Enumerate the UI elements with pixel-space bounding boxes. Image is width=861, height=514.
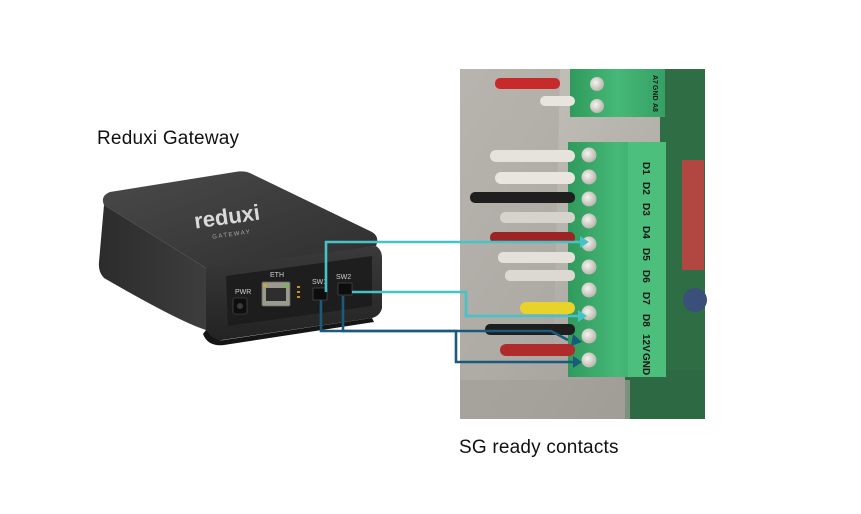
label-d1: D1 (640, 162, 651, 175)
pwr-label: PWR (235, 289, 251, 296)
device-logo-sub: GATEWAY (212, 229, 252, 240)
arrow-gnd (573, 356, 582, 368)
photo-bottom-area (460, 380, 630, 419)
cabinet-wall (460, 69, 560, 419)
top-label-gnd: GND (651, 85, 658, 101)
wire-sw2-dark (341, 296, 569, 342)
screw-d3 (581, 191, 597, 207)
terminal-screws (581, 147, 597, 368)
sw2-port (337, 282, 353, 296)
label-d8: D8 (640, 314, 651, 327)
eth-led-right (285, 284, 289, 287)
sw1-label: SW1 (312, 279, 327, 286)
arrow-d5 (580, 236, 589, 248)
top-terminal-block (570, 69, 665, 117)
connection-lines (319, 240, 587, 364)
arrow-d8 (578, 310, 587, 322)
pcb-component-red (682, 160, 704, 270)
top-screw-2 (590, 99, 604, 113)
label-d5: D5 (640, 248, 651, 261)
label-gnd: GND (640, 353, 651, 375)
status-led-1 (297, 286, 300, 288)
eth-led-left (263, 284, 267, 287)
label-d2: D2 (640, 182, 651, 195)
device-top (102, 171, 378, 271)
label-d6: D6 (640, 270, 651, 283)
top-screw-1 (590, 77, 604, 91)
sw2-label: SW2 (336, 274, 351, 281)
status-led-3 (297, 296, 300, 298)
screw-d4 (581, 213, 597, 229)
status-led-2 (297, 291, 300, 293)
wire-sw1-light (324, 240, 587, 292)
wire-sw2-light (352, 290, 585, 318)
screw-d7 (581, 282, 597, 298)
label-d4: D4 (640, 226, 651, 239)
ethernet-socket-icon (266, 288, 286, 301)
gateway-device: reduxi GATEWAY PWR ETH SW1 SW2 (98, 171, 382, 346)
terminal-photo: A7 GND A8 (460, 69, 707, 419)
eth-label: ETH (270, 272, 284, 279)
pcb-board-bottom (625, 370, 705, 419)
label-d7: D7 (640, 292, 651, 305)
label-12v: 12V (640, 334, 651, 352)
terminal-labels: D1 D2 D3 D4 D5 D6 D7 D8 12V GND (640, 162, 651, 375)
screw-d6 (581, 259, 597, 275)
contacts-caption: SG ready contacts (459, 437, 619, 458)
device-bottom-edge (203, 318, 374, 346)
screw-d8 (581, 305, 597, 321)
terminal-label-strip (628, 142, 666, 377)
screw-12v (581, 328, 597, 344)
device-left-side (98, 205, 206, 330)
label-d3: D3 (640, 203, 651, 216)
top-label-a7: A7 (651, 75, 658, 84)
screw-gnd (581, 352, 597, 368)
power-jack-icon (237, 303, 243, 309)
gateway-caption: Reduxi Gateway (97, 128, 240, 149)
top-label-a8: A8 (651, 103, 658, 112)
arrow-12v (571, 334, 582, 346)
screw-d2 (581, 169, 597, 185)
screw-d1 (581, 147, 597, 163)
pcb-capacitor (683, 288, 707, 312)
